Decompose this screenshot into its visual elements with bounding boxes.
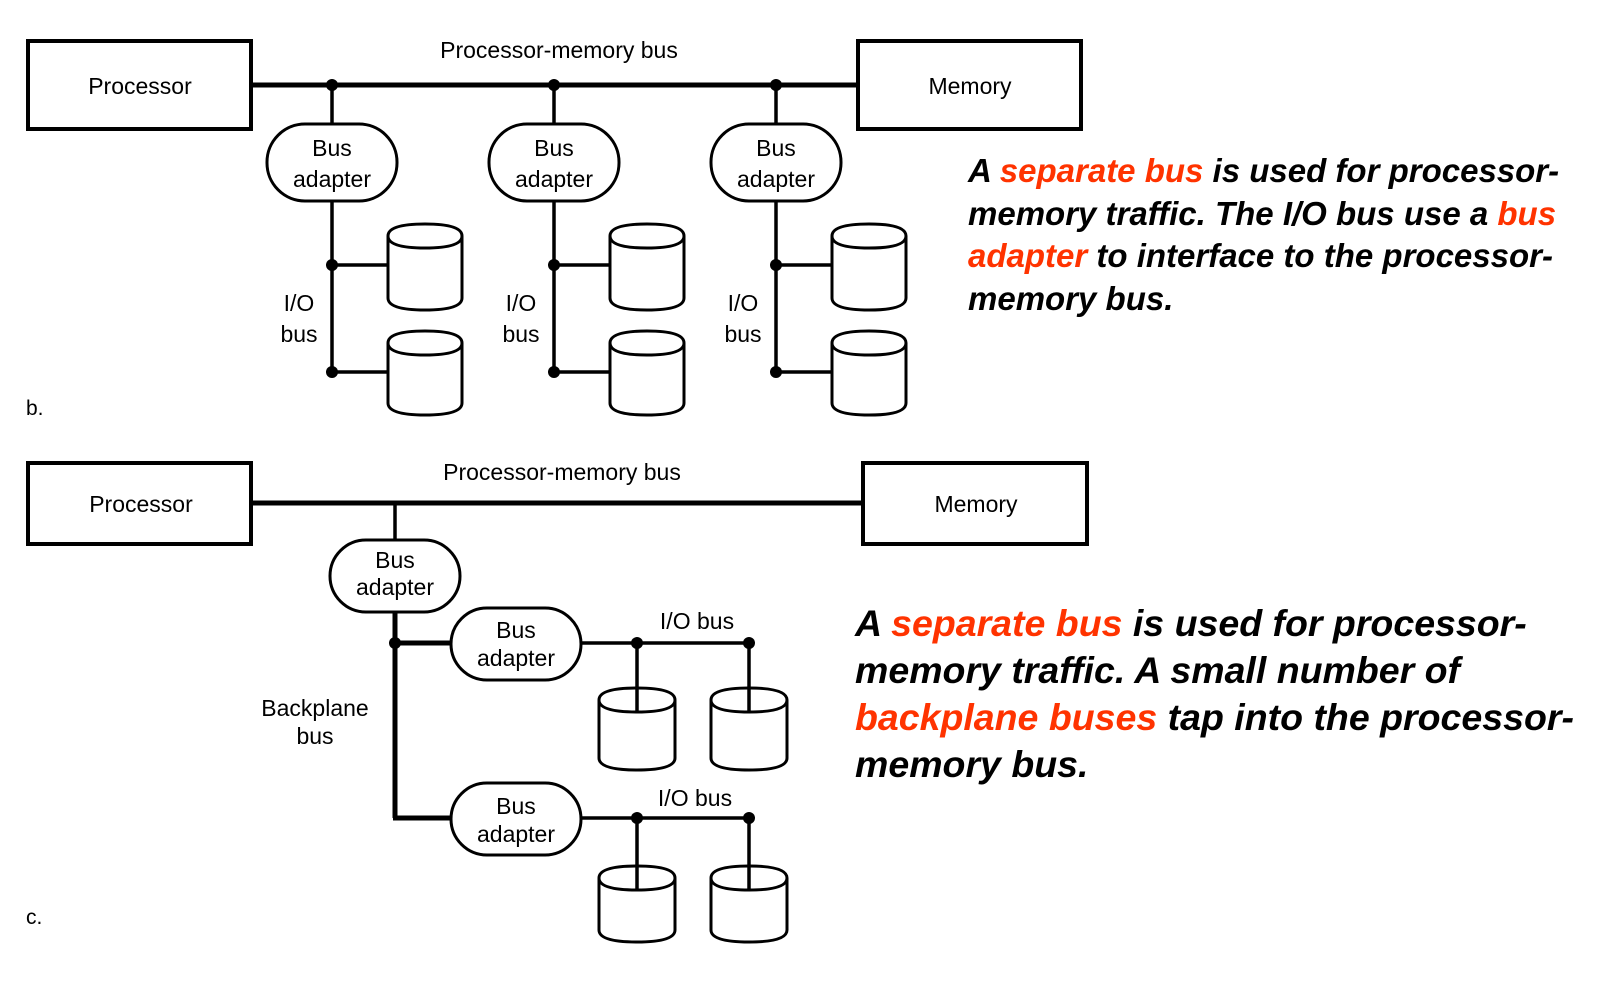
- memory-label-c: Memory: [934, 491, 1018, 517]
- adapter-line2: adapter: [356, 574, 434, 600]
- adapter-group-b-3: Bus adapter I/O bus: [709, 79, 908, 417]
- panel-label-c: c.: [26, 906, 42, 929]
- disk-icon: [608, 329, 686, 417]
- adapter-line2: adapter: [515, 166, 593, 192]
- caption-highlight: backplane buses: [855, 696, 1158, 738]
- io-label-line2: bus: [502, 321, 539, 347]
- adapter-group-b-1: Bus adapter I/O bus: [265, 79, 464, 417]
- bus-label-c: Processor-memory bus: [443, 459, 681, 485]
- adapter-line2: adapter: [477, 821, 555, 847]
- caption-text: tap into the processor-memory bus.: [855, 696, 1574, 785]
- adapter-line2: adapter: [737, 166, 815, 192]
- io-bus-label: I/O bus: [658, 785, 732, 811]
- caption-b: A separate bus is used for processor-mem…: [968, 150, 1588, 320]
- diagram-b: Processor Memory Processor-memory bus Bu…: [26, 37, 1083, 420]
- io-bus-label: I/O bus: [660, 608, 734, 634]
- backplane-label-line2: bus: [296, 723, 333, 749]
- adapter-line2: adapter: [293, 166, 371, 192]
- caption-highlight: separate bus: [999, 152, 1204, 189]
- io-label-line2: bus: [724, 321, 761, 347]
- adapter-group-b-2: Bus adapter I/O bus: [487, 79, 686, 417]
- adapter-line1: Bus: [756, 135, 796, 161]
- adapter-line1: Bus: [375, 547, 415, 573]
- disk-icon: [830, 329, 908, 417]
- caption-c: A separate bus is used for processor-mem…: [855, 600, 1575, 788]
- adapter-line1: Bus: [534, 135, 574, 161]
- caption-text: A: [968, 152, 1000, 189]
- processor-label-c: Processor: [89, 491, 193, 517]
- memory-label-b: Memory: [928, 73, 1012, 99]
- io-label-line1: I/O: [284, 290, 315, 316]
- caption-text: is used for processor-memory traffic. Th…: [968, 152, 1560, 232]
- processor-label-b: Processor: [88, 73, 192, 99]
- caption-text: to interface to the processor-memory bus…: [968, 237, 1553, 317]
- caption-text: is used for processor-memory traffic. A …: [855, 602, 1527, 691]
- caption-highlight: separate bus: [891, 602, 1123, 644]
- caption-highlight: bus adapter: [968, 194, 1557, 275]
- caption-text: A: [855, 602, 892, 644]
- processor-box-c: [26, 461, 253, 546]
- bus-label-b: Processor-memory bus: [440, 37, 678, 63]
- disk-icon: [597, 864, 677, 944]
- disk-icon: [597, 686, 677, 772]
- adapter-line1: Bus: [496, 793, 536, 819]
- disk-icon: [386, 329, 464, 417]
- panel-label-b: b.: [26, 397, 44, 420]
- backplane-label-line1: Backplane: [261, 695, 368, 721]
- io-label-line2: bus: [280, 321, 317, 347]
- io-label-line1: I/O: [728, 290, 759, 316]
- adapter-line1: Bus: [312, 135, 352, 161]
- io-adapter-group-c-1: Bus adapter I/O bus: [449, 606, 789, 772]
- adapter-line2: adapter: [477, 645, 555, 671]
- disk-icon: [830, 222, 908, 312]
- diagram-c: Processor Memory Processor-memory bus Bu…: [26, 459, 1089, 944]
- memory-box-b: [856, 39, 1083, 131]
- adapter-line1: Bus: [496, 617, 536, 643]
- io-label-line1: I/O: [506, 290, 537, 316]
- processor-box-b: [26, 39, 253, 131]
- disk-icon: [608, 222, 686, 312]
- disk-icon: [709, 686, 789, 772]
- disk-icon: [386, 222, 464, 312]
- io-adapter-group-c-2: Bus adapter I/O bus: [449, 781, 789, 944]
